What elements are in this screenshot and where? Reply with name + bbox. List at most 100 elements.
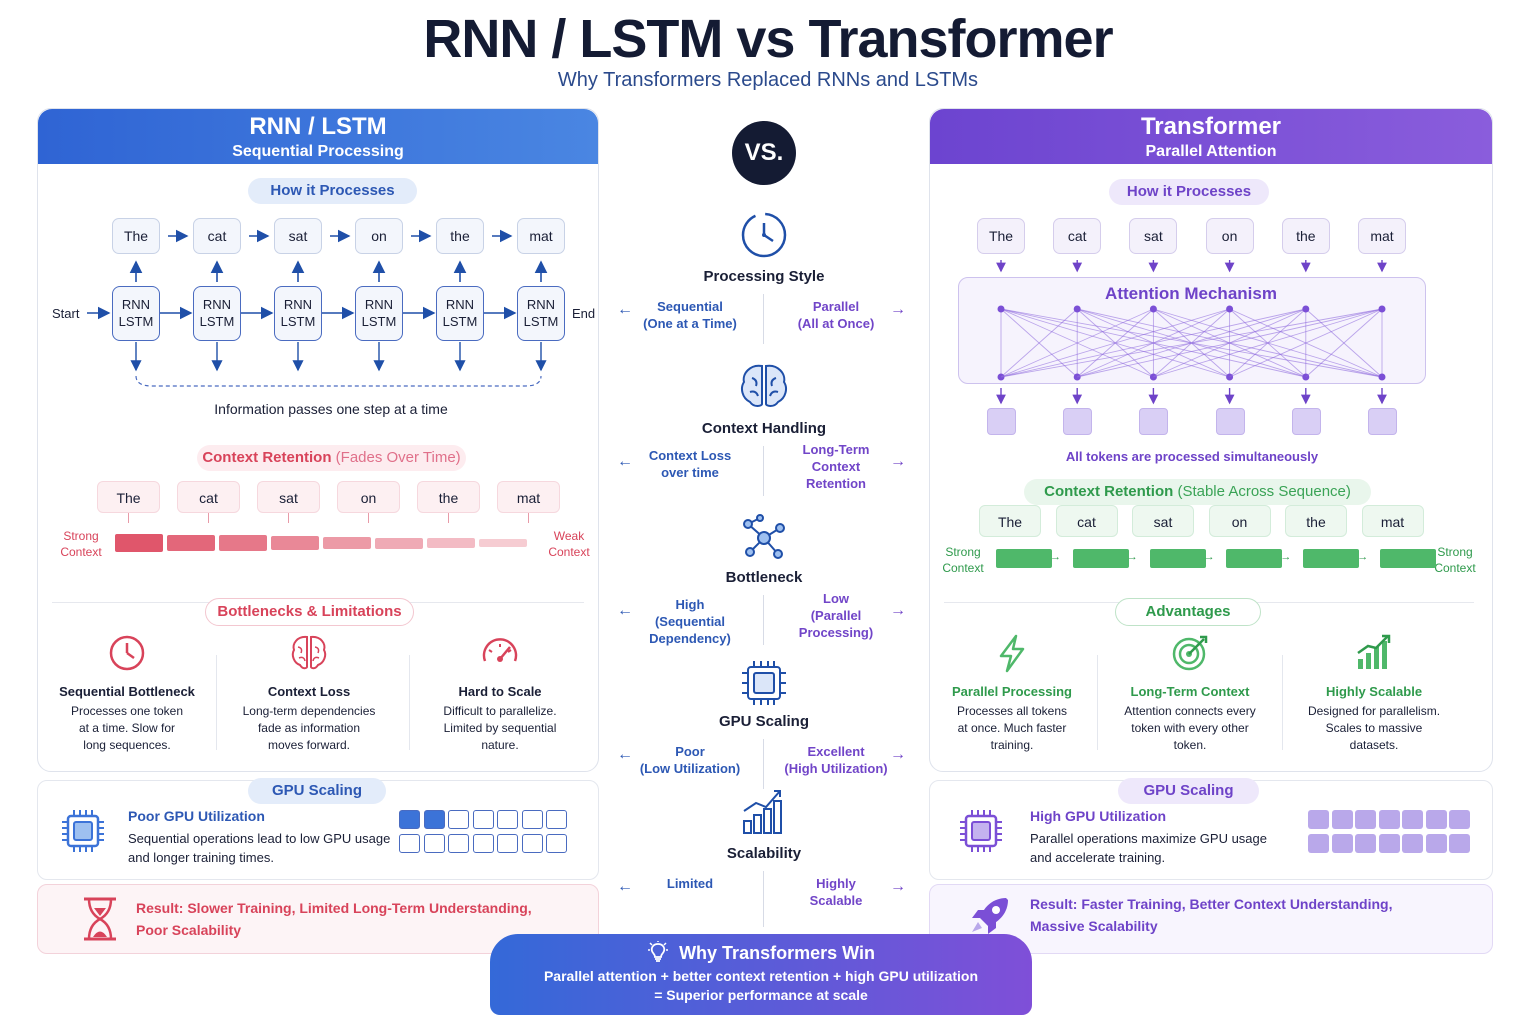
transformer-how-label: How it Processes (1109, 179, 1269, 205)
rnn-subtitle: Sequential Processing (232, 143, 404, 160)
gpu-cell (1355, 810, 1376, 829)
simultaneous-caption: All tokens are processed simultaneously (1065, 449, 1319, 464)
network-icon (743, 514, 785, 559)
gpu-cell (1378, 810, 1400, 829)
banner-title-row: Why Transformers Win (490, 941, 1032, 964)
transformer-strong-right: Strong Context (1426, 544, 1484, 576)
rnn-strong-text: Strong (63, 529, 99, 543)
rnn-result-line-1: Result: Slower Training, Limited Long-Te… (136, 900, 532, 916)
gpu-cell (1425, 810, 1447, 829)
comparison-right-text: (All at Once) (797, 316, 875, 331)
rnn-token: on (355, 218, 403, 254)
cell-label-lstm: LSTM (118, 314, 154, 329)
comparison-label: Scalability (726, 845, 802, 862)
transformer-subtitle: Parallel Attention (1145, 143, 1277, 160)
attention-node (1378, 305, 1386, 313)
attention-link (1000, 308, 1154, 378)
rnn-context-token: The (97, 481, 160, 513)
limit-description: Long-term dependencies (242, 704, 376, 718)
comparison-left-text: Context Loss (648, 448, 732, 463)
gpu-cell (1308, 834, 1329, 853)
advantage-description: token. (1173, 738, 1207, 752)
comparison-divider (763, 595, 764, 645)
attention-node (1073, 305, 1081, 313)
limit-description: Limited by sequential (443, 721, 557, 735)
rnn-context-title: Context Retention (202, 449, 332, 466)
comparison-label: Bottleneck (725, 569, 803, 586)
left-arrow-icon: ← (617, 301, 633, 318)
advantage-separator (1282, 655, 1283, 750)
hourglass-icon (84, 897, 116, 941)
transformer-token: the (1281, 218, 1330, 254)
vs-text: VS. (744, 139, 784, 166)
context-tick (288, 513, 289, 523)
attention-link (1000, 308, 1306, 378)
comparison-left-text: (Low Utilization) (639, 761, 741, 776)
transformer-context-token: sat (1132, 505, 1194, 537)
green-segment (1380, 549, 1436, 568)
limit-title: Hard to Scale (458, 684, 542, 699)
transformer-gpu-heading: High GPU Utilization (1030, 808, 1167, 824)
advantage-description: datasets. (1349, 738, 1399, 752)
right-arrow-icon: → (890, 301, 906, 318)
attention-label: Attention Mechanism (1105, 284, 1277, 303)
brain-icon (741, 364, 787, 407)
cell-label-rnn: RNN (526, 297, 556, 312)
attention-link (1000, 308, 1230, 378)
limit-separator (216, 655, 217, 750)
cell-label-lstm: LSTM (280, 314, 316, 329)
limit-description: moves forward. (267, 738, 351, 752)
speedometer-icon (480, 633, 520, 673)
gpu-cell (472, 810, 494, 829)
advantage-title: Long-Term Context (1130, 684, 1250, 699)
comparison-right-text: Processing) (798, 625, 874, 640)
transformer-token: sat (1129, 218, 1178, 254)
rnn-arrows (87, 229, 548, 387)
advantage-description: Scales to massive (1325, 721, 1423, 735)
rnn-gpu-heading: Poor GPU Utilization (128, 808, 265, 824)
comparison-divider (763, 739, 764, 789)
chip-icon (960, 810, 1002, 852)
transformer-context-title: Context Retention (1044, 483, 1174, 500)
comparison-right-text: Context (811, 459, 861, 474)
limit-description: long sequences. (83, 738, 171, 752)
right-arrow-icon: → (890, 453, 906, 470)
transformer-context-text-left: Context (942, 561, 984, 575)
gpu-cell (423, 834, 445, 853)
rnn-context-token: sat (257, 481, 320, 513)
gpu-cell (399, 810, 420, 829)
rnn-header: RNN / LSTM Sequential Processing (38, 109, 598, 164)
attention-node (1378, 373, 1386, 381)
limit-description: Difficult to parallelize. (443, 704, 557, 718)
transformer-strong-text-left: Strong (945, 545, 981, 559)
limit-title: Sequential Bottleneck (59, 684, 195, 699)
comparison-left-text: Poor (675, 744, 705, 759)
page-subtitle: Why Transformers Replaced RNNs and LSTMs (557, 69, 979, 91)
transformer-context-token: the (1285, 505, 1347, 537)
gpu-cell (1378, 834, 1400, 853)
transformer-title: Transformer (1140, 113, 1282, 140)
start-label: Start (52, 306, 80, 321)
rnn-context-token: mat (497, 481, 560, 513)
gpu-cell (521, 810, 543, 829)
context-tick (368, 513, 369, 523)
rnn-context-note: (Fades Over Time) (335, 449, 461, 466)
rnn-context-token: on (337, 481, 400, 513)
green-segment (1303, 549, 1360, 568)
fade-segment (323, 536, 371, 550)
transformer-gpu-title: GPU Scaling (1118, 778, 1259, 804)
comparison-left-text: over time (661, 465, 719, 480)
cell-label-rnn: RNN (364, 297, 394, 312)
attention-link (1229, 308, 1383, 378)
gpu-cell (1402, 834, 1423, 853)
gpu-cell (546, 834, 567, 853)
limit-description: fade as information (257, 721, 361, 735)
advantage-description: Attention connects every (1124, 704, 1256, 718)
attention-link (1305, 308, 1383, 378)
comparison-right-text: Retention (806, 476, 866, 491)
fade-segment (427, 538, 475, 548)
